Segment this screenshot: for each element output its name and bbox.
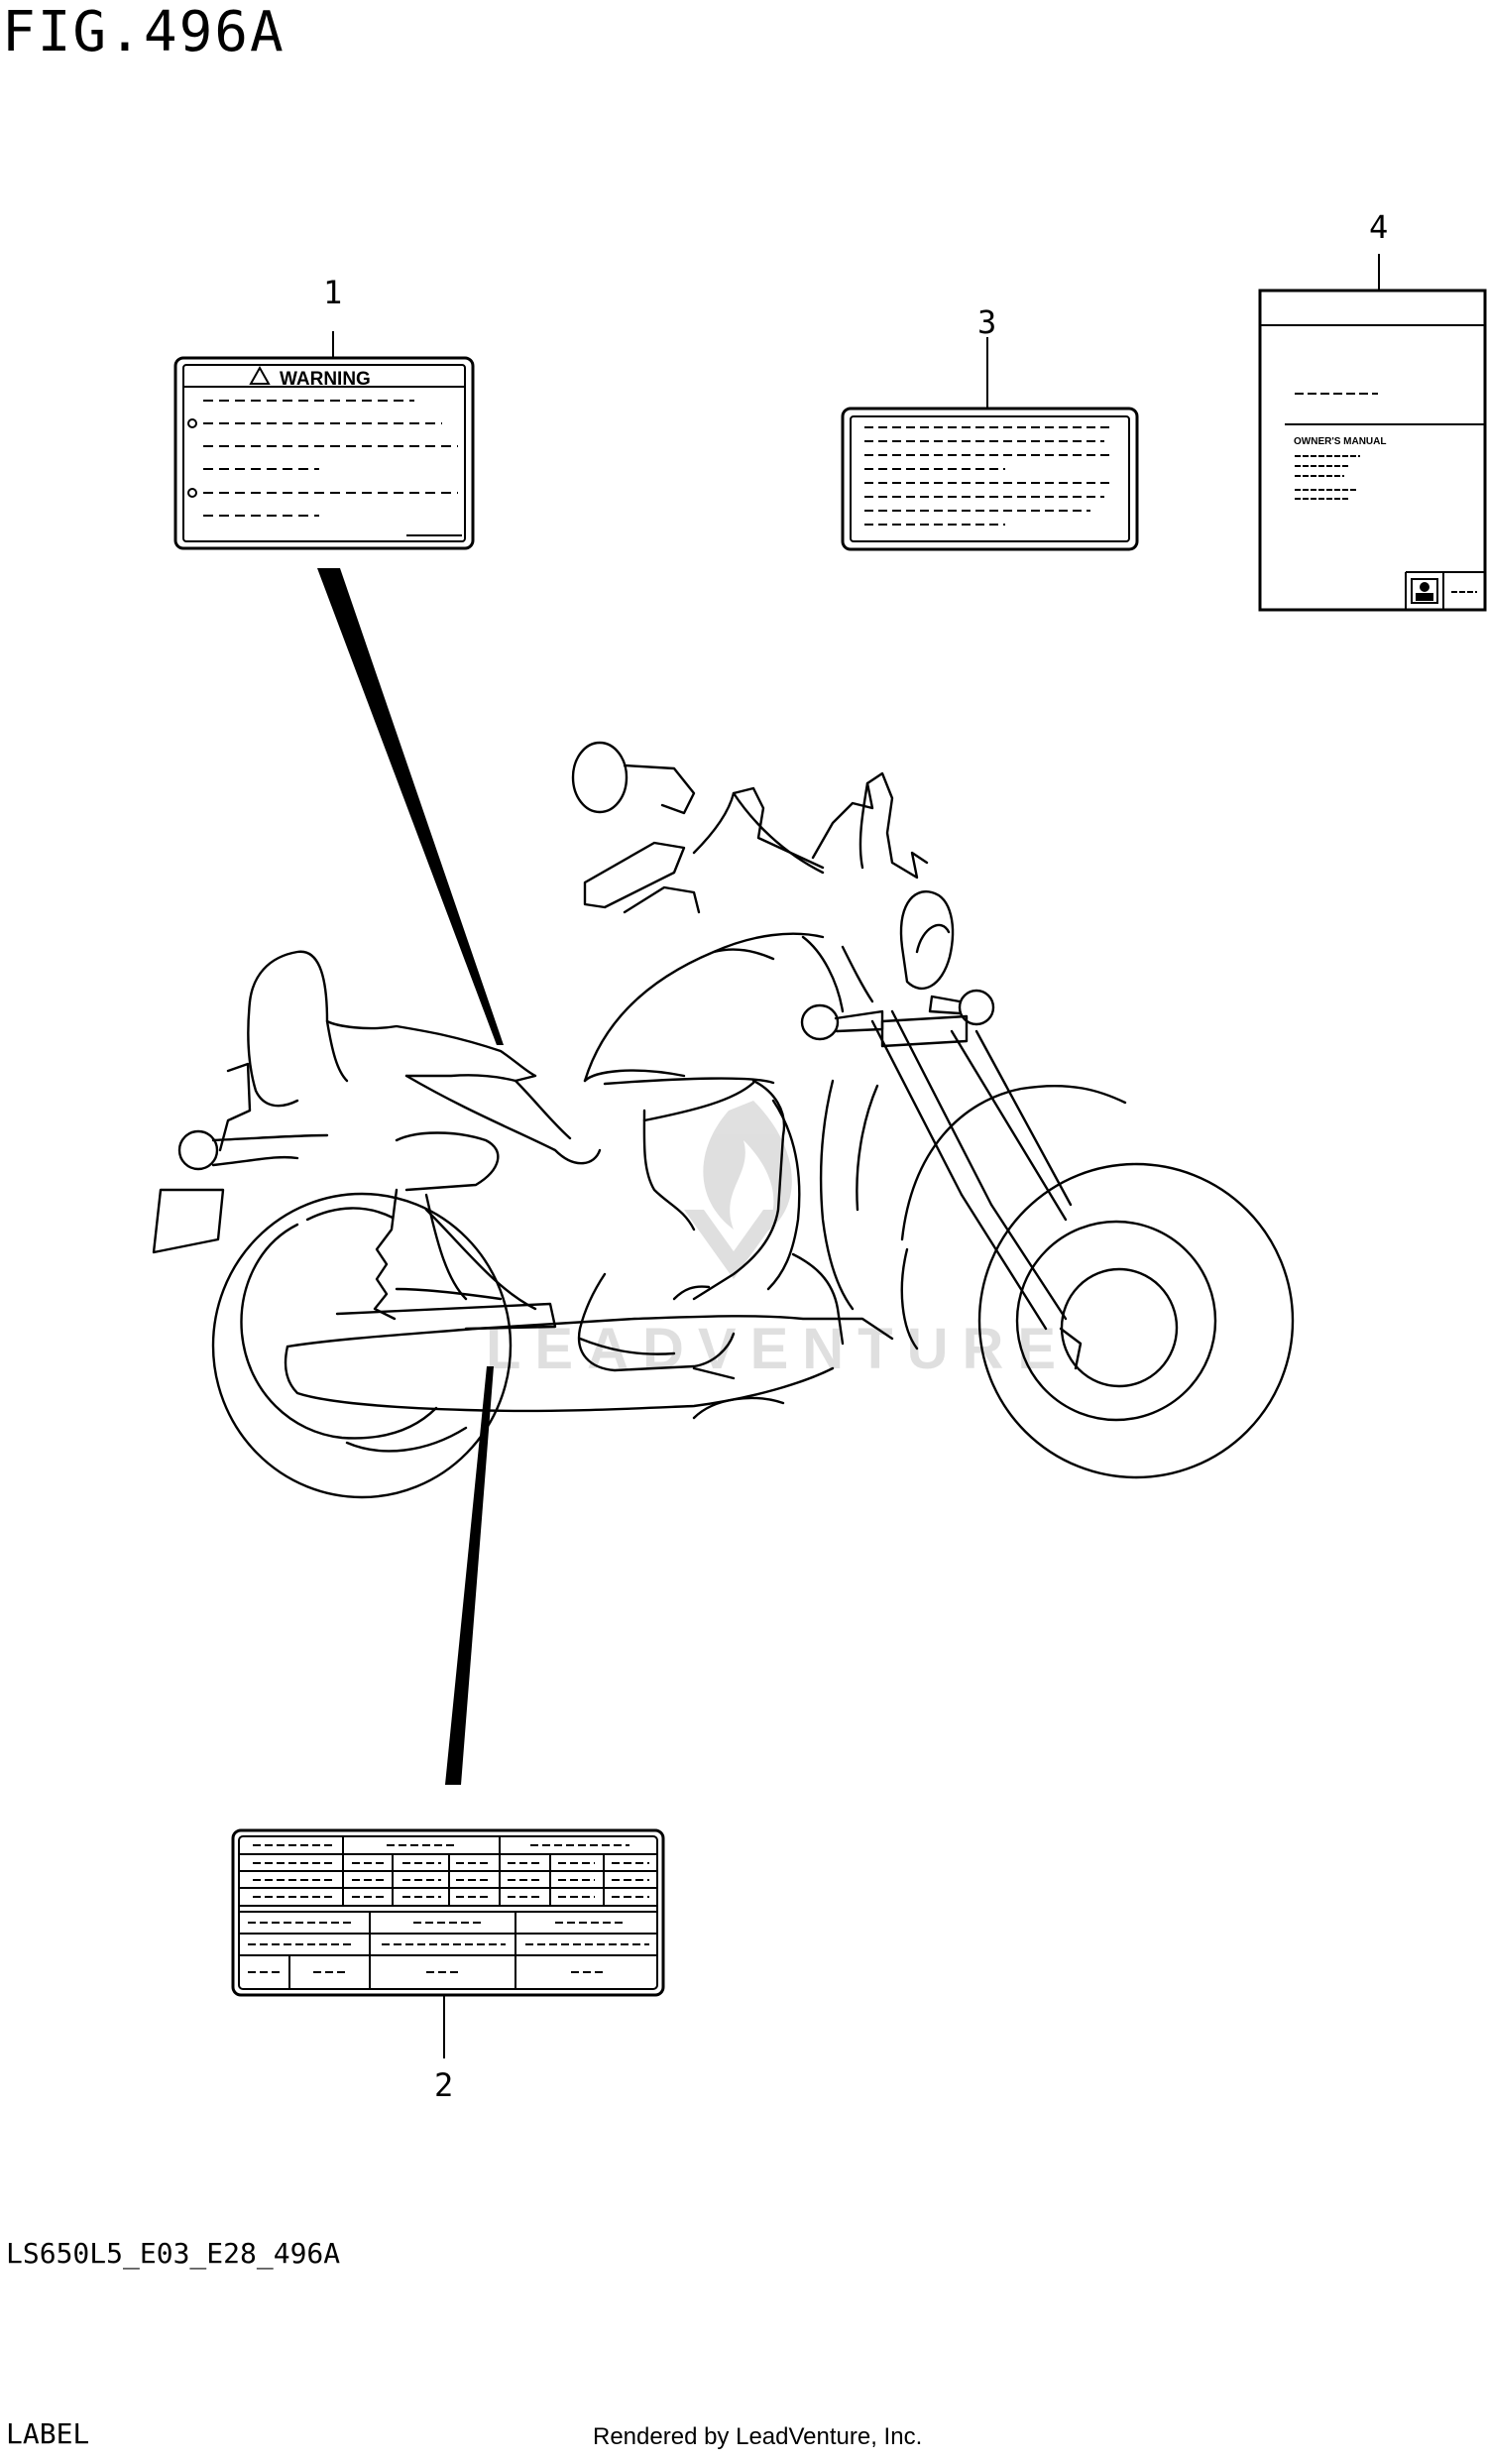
- rendered-by-credit: Rendered by LeadVenture, Inc.: [593, 2423, 923, 2450]
- callout-2-number: 2: [434, 2066, 453, 2104]
- warning-label-heading: WARNING: [280, 369, 371, 390]
- motorcycle-outline: [152, 741, 1295, 1499]
- info-label-3[interactable]: [841, 407, 1139, 551]
- owners-manual-title: OWNER'S MANUAL: [1294, 436, 1386, 447]
- figure-label: LABEL: [6, 2417, 90, 2450]
- callout-3-number: 3: [977, 303, 996, 341]
- leadventure-watermark: LEADVENTURE: [486, 1101, 1056, 1381]
- figure-title: FIG.496A: [2, 0, 286, 64]
- callout-4-number: 4: [1369, 208, 1388, 246]
- callout-1-number: 1: [323, 274, 342, 311]
- figure-code: LS650L5_E03_E28_496A: [6, 2237, 341, 2270]
- label-2-pointer: [445, 1366, 494, 1785]
- spec-table-label[interactable]: [231, 1828, 665, 1997]
- owners-manual[interactable]: OWNER'S MANUAL: [1258, 289, 1487, 612]
- warning-label[interactable]: WARNING: [173, 356, 475, 550]
- label-1-pointer: [317, 568, 504, 1045]
